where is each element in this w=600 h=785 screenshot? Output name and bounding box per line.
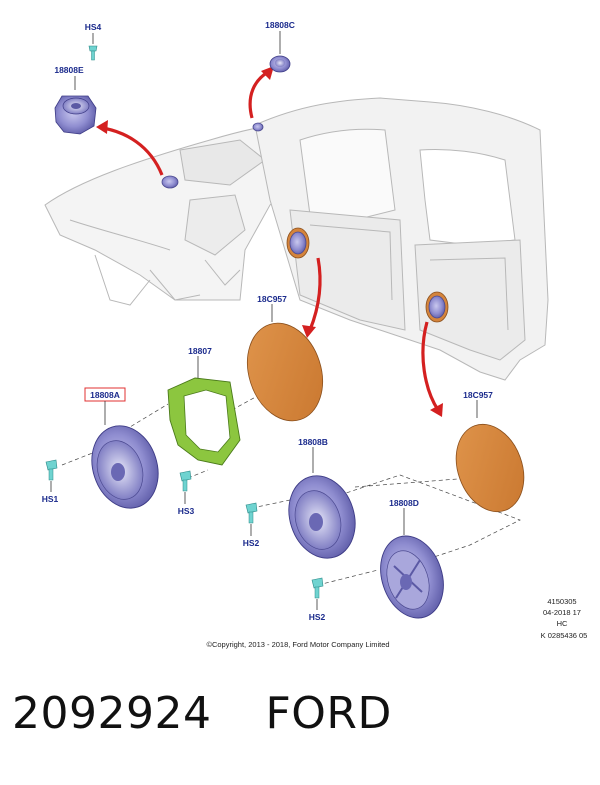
hs3-screw	[179, 470, 192, 504]
callout-hs2-left: HS2	[243, 538, 260, 548]
copyright-notice: ©Copyright, 2013 - 2018, Ford Motor Comp…	[206, 640, 389, 649]
callout-hs2-bottom: HS2	[309, 612, 326, 622]
info-line-3: HC	[557, 619, 568, 628]
callout-18C957-right: 18C957	[463, 390, 493, 400]
info-line-4: K 0285436 05	[541, 631, 588, 640]
pad-18C957-top	[247, 304, 323, 422]
hs1-screw	[45, 459, 58, 492]
dash-tweeter-mounted	[161, 175, 179, 189]
callout-18C957-top: 18C957	[257, 294, 287, 304]
arrow-pillar-to-18808C	[248, 70, 269, 119]
callout-hs4: HS4	[85, 22, 102, 32]
vehicle-body-side	[254, 97, 549, 381]
diagram-canvas: HS4 18808C 18808E 18C957 18807 18808A 18…	[42, 20, 588, 649]
tweeter-18808E	[54, 76, 97, 135]
caption-footer: 2092924 FORD	[12, 688, 392, 739]
callout-18808A: 18808A	[90, 390, 120, 400]
callout-18808C: 18808C	[265, 20, 295, 30]
tweeter-18808C	[269, 31, 291, 73]
spacer-ring-18807	[167, 356, 241, 466]
speaker-18808D	[380, 508, 444, 619]
callout-18807: 18807	[188, 346, 212, 356]
hs2-screw-left	[245, 502, 258, 536]
info-line-1: 4150305	[547, 597, 576, 606]
callout-18808E: 18808E	[54, 65, 84, 75]
pad-18C957-right	[455, 400, 525, 513]
speaker-18808B	[288, 447, 356, 559]
arrow-heads	[96, 66, 443, 417]
callout-18808B: 18808B	[298, 437, 328, 447]
rear-door-speaker-mounted	[425, 291, 449, 323]
hs4-screw	[88, 33, 98, 61]
arrow-frontdoor-to-pad	[308, 257, 322, 331]
brand-name: FORD	[265, 688, 392, 739]
callout-18808D: 18808D	[389, 498, 419, 508]
callout-hs3: HS3	[178, 506, 195, 516]
arrow-dash-to-18808E	[102, 126, 164, 176]
pillar-tweeter-mounted	[252, 122, 264, 132]
info-line-2: 04-2018 17	[543, 608, 581, 617]
callout-hs1: HS1	[42, 494, 59, 504]
part-number: 2092924	[12, 688, 212, 739]
arrow-reardoor-to-pad	[421, 321, 440, 411]
speaker-18808A	[84, 387, 159, 509]
assembly-lines	[61, 377, 521, 586]
hs2-screw-bottom	[311, 577, 324, 610]
front-door-speaker-mounted	[286, 227, 310, 259]
